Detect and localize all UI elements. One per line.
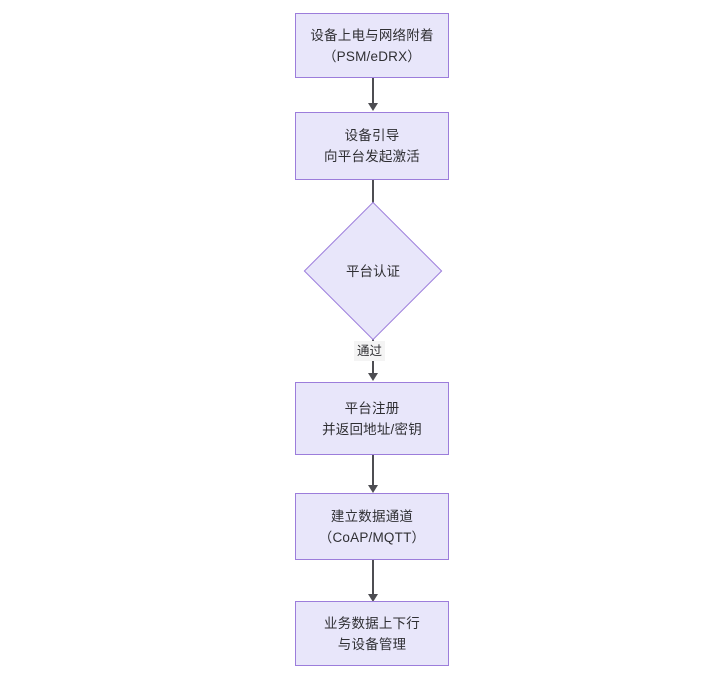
node-platform-auth-label: 平台认证 bbox=[346, 263, 400, 279]
arrowhead-n4-n5 bbox=[368, 485, 378, 493]
arrowhead-n5-n6 bbox=[368, 594, 378, 602]
node-establish-data-channel[interactable]: 建立数据通道 （CoAP/MQTT） bbox=[295, 493, 449, 560]
node-device-bootstrap-line1: 设备引导 bbox=[344, 128, 400, 143]
arrowhead-n3-n4 bbox=[368, 373, 378, 381]
node-establish-data-channel-line1: 建立数据通道 bbox=[330, 508, 414, 524]
arrowhead-n1-n2 bbox=[368, 103, 378, 111]
node-platform-register-line1: 平台注册 bbox=[344, 400, 400, 416]
connector-n5-n6 bbox=[372, 560, 374, 595]
node-business-data-and-device-mgmt[interactable]: 业务数据上下行 与设备管理 bbox=[295, 601, 449, 666]
connector-n2-n3 bbox=[372, 180, 374, 215]
connector-n4-n5 bbox=[372, 455, 374, 486]
connector-n1-n2 bbox=[372, 78, 374, 104]
node-device-power-on-line1: 设备上电与网络附着 bbox=[310, 27, 434, 43]
node-business-data-and-device-mgmt-line2: 与设备管理 bbox=[337, 636, 407, 652]
node-platform-auth-decision[interactable]: 平台认证 bbox=[303, 201, 443, 341]
node-business-data-and-device-mgmt-line1: 业务数据上下行 bbox=[324, 615, 420, 631]
edge-label-pass: 通过 bbox=[354, 341, 386, 361]
node-device-bootstrap[interactable]: 设备引导 向平台发起激活 bbox=[295, 112, 449, 180]
node-device-power-on[interactable]: 设备上电与网络附着 （PSM/eDRX） bbox=[295, 13, 449, 78]
node-device-power-on-line2: （PSM/eDRX） bbox=[322, 48, 422, 64]
node-platform-register-line2: 并返回地址/密钥 bbox=[322, 421, 422, 437]
node-device-bootstrap-line2: 向平台发起激活 bbox=[324, 149, 420, 164]
node-establish-data-channel-line2: （CoAP/MQTT） bbox=[318, 529, 426, 545]
node-platform-register[interactable]: 平台注册 并返回地址/密钥 bbox=[295, 382, 449, 455]
